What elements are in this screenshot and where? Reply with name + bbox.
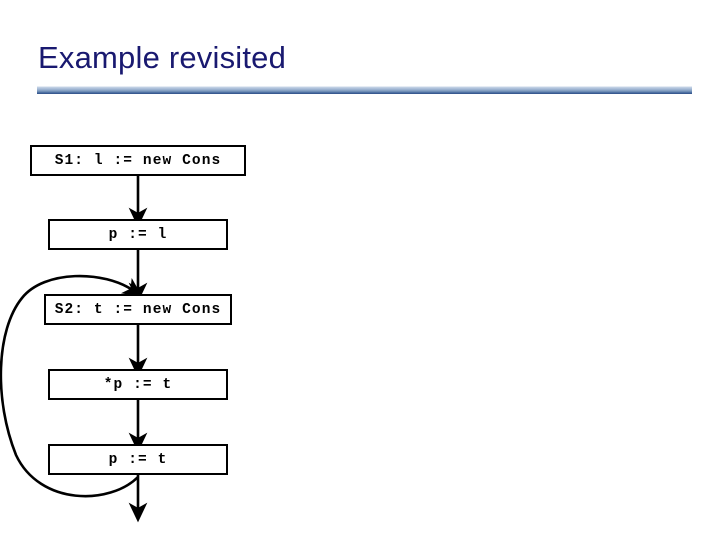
edge-backedge-p2-to-s2 (0, 274, 143, 498)
flow-node-label: *p := t (103, 376, 173, 393)
flow-node-p1[interactable]: p := l (48, 219, 228, 250)
flow-node-s2[interactable]: S2: t := new Cons (44, 294, 232, 325)
flow-node-label: p := t (108, 451, 168, 468)
flow-node-star-p[interactable]: *p := t (48, 369, 228, 400)
flow-node-s1[interactable]: S1: l := new Cons (30, 145, 246, 176)
flow-node-label: S1: l := new Cons (54, 152, 222, 169)
title-divider (37, 86, 692, 94)
flow-node-label: p := l (108, 226, 168, 243)
flow-node-p2[interactable]: p := t (48, 444, 228, 475)
flow-node-label: S2: t := new Cons (54, 301, 222, 318)
page-title: Example revisited (38, 40, 287, 75)
